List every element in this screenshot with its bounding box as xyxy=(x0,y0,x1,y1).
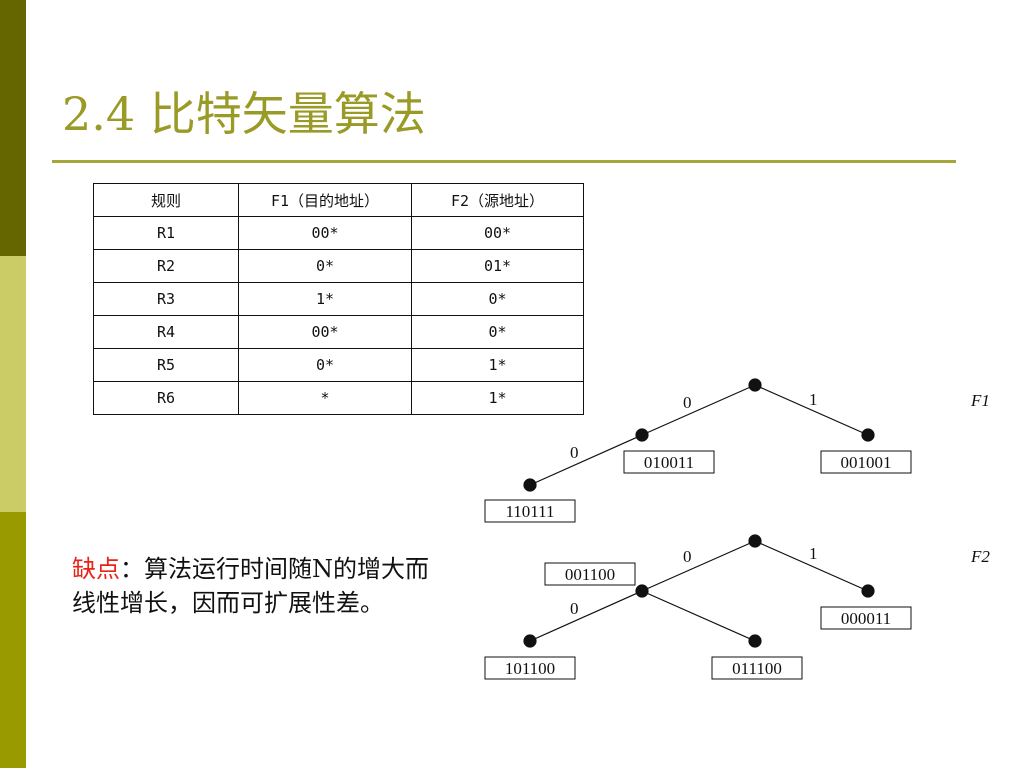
header-f1: F1（目的地址） xyxy=(238,183,412,217)
f2-prefix: 0* xyxy=(411,315,584,349)
field-label-f1: F1 xyxy=(970,391,990,410)
header-rule: 规则 xyxy=(93,183,239,217)
bitvector-box xyxy=(820,606,912,630)
edge-label: 1 xyxy=(809,390,818,409)
table-row: R1 00* 00* xyxy=(93,216,584,250)
trie-edge xyxy=(641,384,756,436)
trie-edge xyxy=(641,590,756,642)
table-row: R3 1* 0* xyxy=(93,282,584,316)
header-f2: F2（源地址） xyxy=(411,183,584,217)
f1-prefix: 00* xyxy=(238,315,412,349)
bitvector: 010011 xyxy=(644,453,694,472)
drawback-note: 缺点：算法运行时间随N的增大而线性增长，因而可扩展性差。 xyxy=(72,552,442,620)
f1-prefix: * xyxy=(238,381,412,415)
rule-id: R4 xyxy=(93,315,239,349)
f2-prefix: 00* xyxy=(411,216,584,250)
f1-prefix: 00* xyxy=(238,216,412,250)
title-divider xyxy=(52,160,956,163)
rule-id: R6 xyxy=(93,381,239,415)
edge-label: 1 xyxy=(809,544,818,563)
bitvector-box xyxy=(544,562,636,586)
sidebar-stripe-dark xyxy=(0,0,26,256)
rule-table: 规则 F1（目的地址） F2（源地址） R1 00* 00* R2 0* 01*… xyxy=(93,183,584,415)
drawback-label: 缺点 xyxy=(72,555,120,583)
f1-prefix: 1* xyxy=(238,282,412,316)
f1-bitvectors: 010011 001001 110111 xyxy=(484,450,912,523)
edge-label: 0 xyxy=(570,443,579,462)
bitvector: 110111 xyxy=(505,502,554,521)
table-row: R2 0* 01* xyxy=(93,249,584,283)
bitvector-box xyxy=(711,656,803,680)
table-row: R6 * 1* xyxy=(93,381,584,415)
f2-bitvectors: 001100 000011 101100 011100 xyxy=(484,562,912,680)
bitvector: 000011 xyxy=(841,609,891,628)
bitvector-box xyxy=(484,656,576,680)
trie-node xyxy=(523,634,537,648)
trie-edge xyxy=(529,434,643,486)
trie-edge xyxy=(754,540,869,592)
drawback-text: ：算法运行时间随N的增大而线性增长，因而可扩展性差。 xyxy=(72,555,429,617)
trie-node xyxy=(748,634,762,648)
trie-node xyxy=(635,428,649,442)
sidebar-stripe-mid xyxy=(0,512,26,768)
f2-prefix: 1* xyxy=(411,381,584,415)
trie-edge xyxy=(529,590,643,642)
edge-label: 0 xyxy=(570,599,579,618)
f2-trie xyxy=(523,534,875,648)
bitvector: 011100 xyxy=(732,659,782,678)
trie-node xyxy=(635,584,649,598)
f1-prefix: 0* xyxy=(238,348,412,382)
trie-node xyxy=(523,478,537,492)
trie-edge xyxy=(754,384,869,436)
bitvector: 001100 xyxy=(565,565,615,584)
f1-prefix: 0* xyxy=(238,249,412,283)
bitvector-box xyxy=(820,450,912,474)
table-row: R4 00* 0* xyxy=(93,315,584,349)
slide-title: 2.4 比特矢量算法 xyxy=(62,87,426,141)
bitvector-box xyxy=(623,450,715,474)
field-label-f2: F2 xyxy=(970,547,990,566)
edge-label: 0 xyxy=(683,393,692,412)
sidebar-stripe-light xyxy=(0,256,26,512)
bitvector: 001001 xyxy=(841,453,892,472)
trie-node xyxy=(861,584,875,598)
trie-edge xyxy=(641,540,756,592)
trie-node xyxy=(861,428,875,442)
edge-label: 0 xyxy=(683,547,692,566)
f2-labels: 0 1 0 F2 xyxy=(570,544,990,618)
trie-node xyxy=(748,378,762,392)
f1-trie xyxy=(523,378,875,492)
rule-id: R3 xyxy=(93,282,239,316)
trie-node xyxy=(748,534,762,548)
bitvector: 101100 xyxy=(505,659,555,678)
f1-labels: 0 1 0 F1 xyxy=(570,390,990,462)
table-header-row: 规则 F1（目的地址） F2（源地址） xyxy=(93,183,584,217)
bitvector-box xyxy=(484,499,576,523)
